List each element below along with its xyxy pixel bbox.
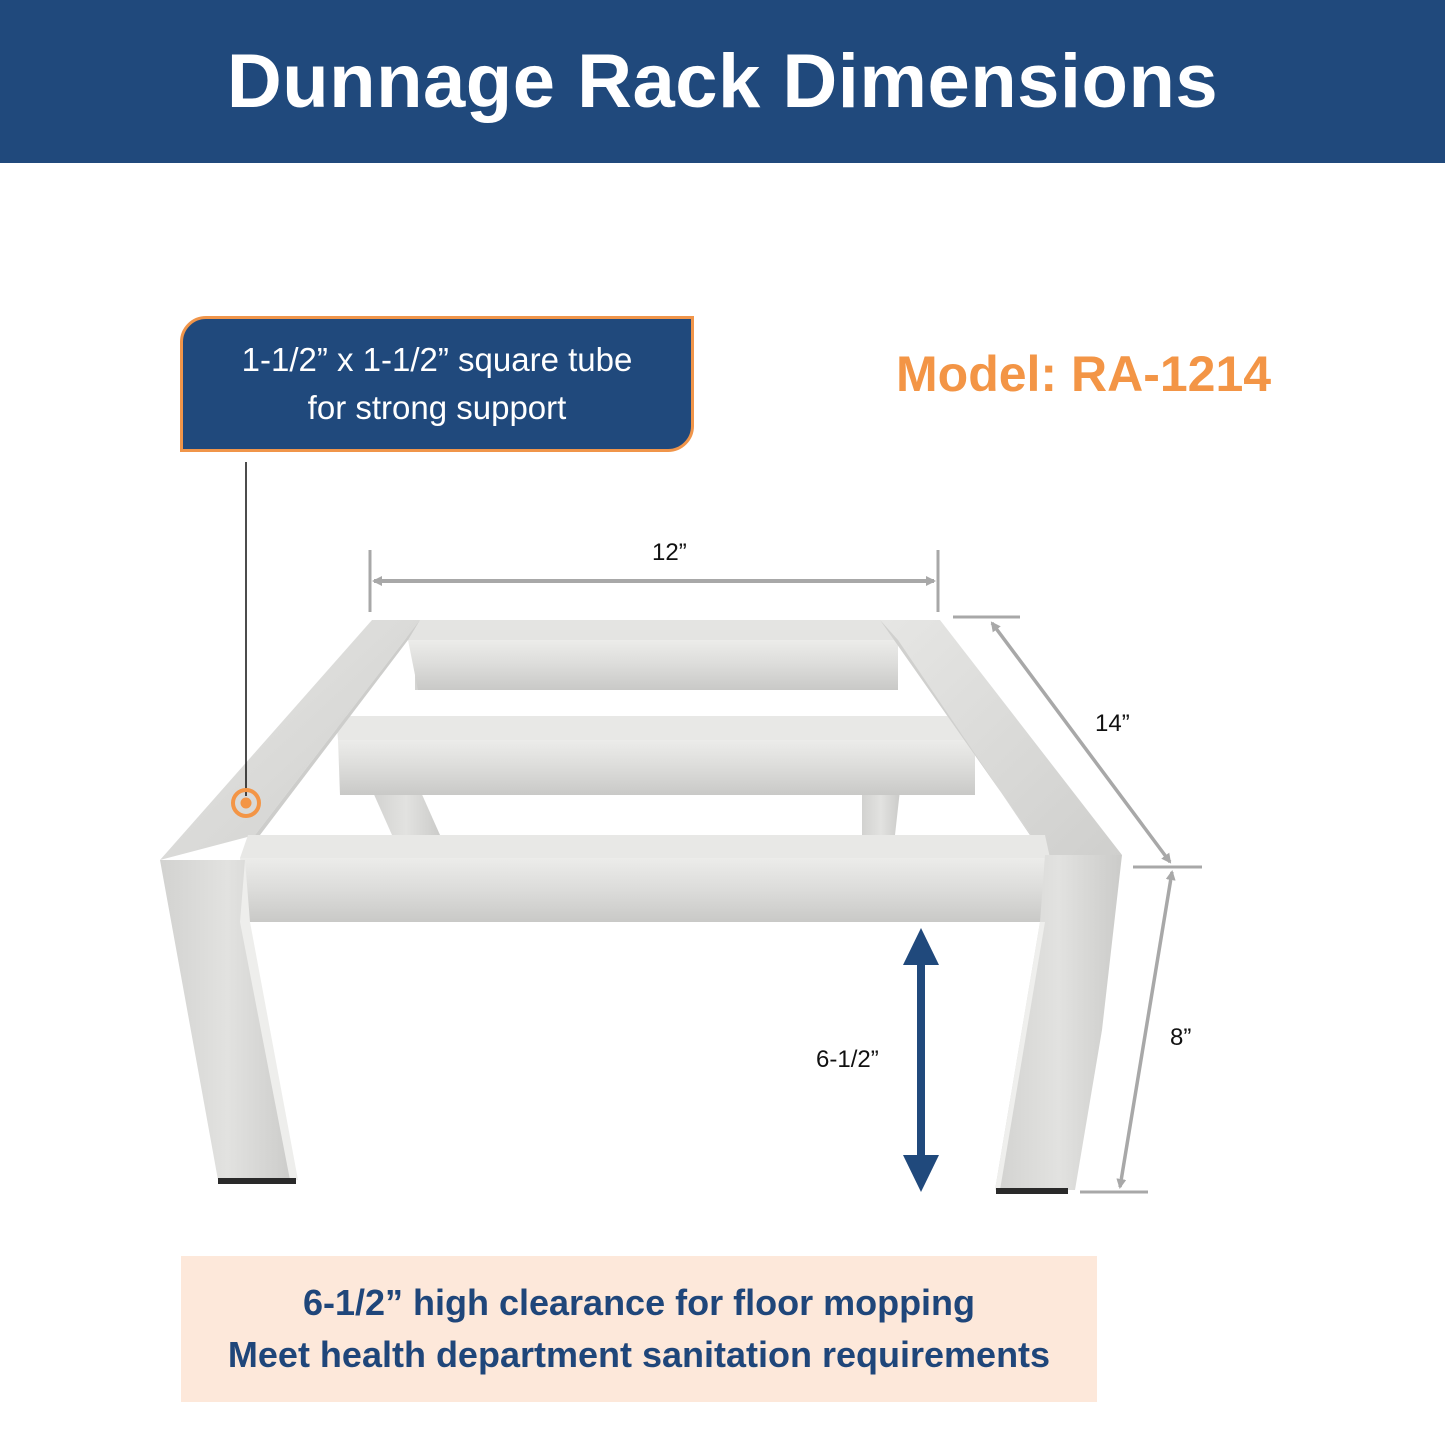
feature-banner: 6-1/2” high clearance for floor mopping …	[181, 1256, 1097, 1402]
clearance-dimension-label: 6-1/2”	[816, 1046, 879, 1073]
left-side-rail	[160, 620, 420, 860]
banner-line-2: Meet health department sanitation requir…	[227, 1334, 1051, 1375]
height-dimension-label: 8”	[1170, 1024, 1192, 1051]
model-label: Model: RA-1214	[896, 346, 1272, 402]
height-dimension-line	[1080, 870, 1176, 1194]
back-rail	[398, 620, 938, 690]
width-dimension-line	[368, 550, 940, 612]
middle-rail	[336, 716, 975, 795]
width-dimension-label: 12”	[652, 539, 687, 566]
callout-line-1: 1-1/2” x 1-1/2” square tube	[241, 341, 633, 378]
banner-line-1: 6-1/2” high clearance for floor mopping	[302, 1282, 976, 1323]
front-left-leg	[160, 860, 298, 1184]
tube-spec-callout: 1-1/2” x 1-1/2” square tube for strong s…	[180, 316, 694, 452]
depth-dimension-line	[953, 615, 1202, 869]
target-marker-icon	[231, 788, 261, 818]
callout-line-2: for strong support	[307, 389, 567, 426]
page-title: Dunnage Rack Dimensions	[226, 39, 1219, 124]
clearance-arrow-icon	[903, 928, 939, 1192]
front-right-leg	[995, 855, 1122, 1194]
depth-dimension-label: 14”	[1095, 710, 1130, 737]
header-bar: Dunnage Rack Dimensions	[0, 0, 1445, 163]
front-rail	[240, 835, 1050, 922]
